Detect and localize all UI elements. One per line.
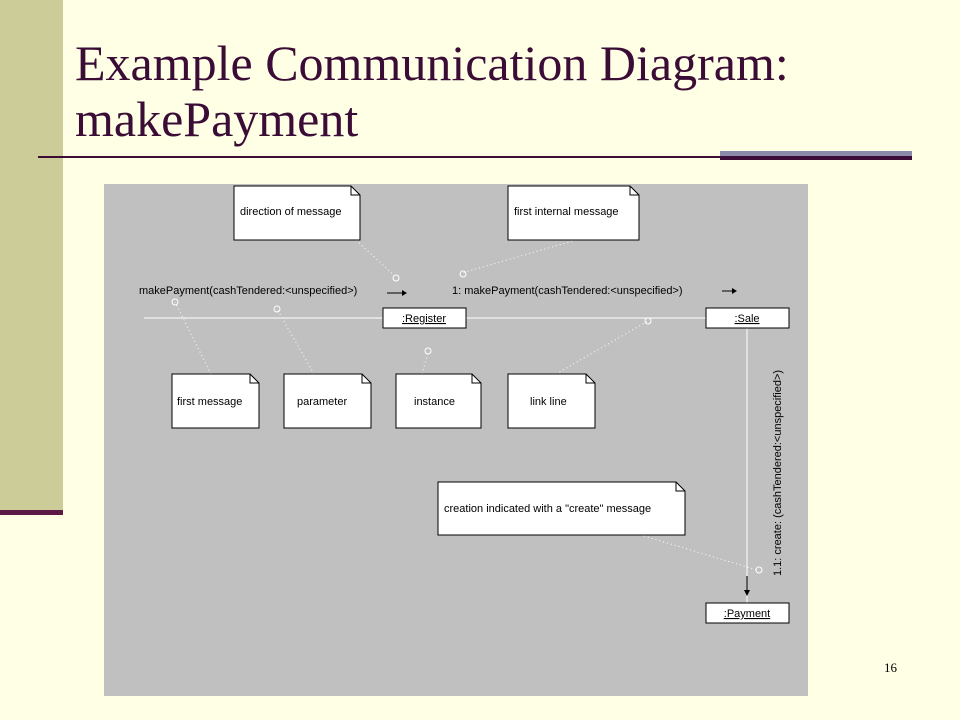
note-shape — [395, 373, 482, 429]
payment-label: :Payment — [724, 608, 770, 620]
note-text: first internal message — [514, 206, 619, 218]
note-text: link line — [530, 396, 567, 408]
note-shape — [437, 481, 686, 536]
payment-object[interactable]: :Payment — [705, 602, 790, 624]
connector-endpoints — [171, 270, 763, 574]
note-text: direction of message — [240, 206, 342, 218]
note-shape — [507, 373, 596, 429]
page-number: 16 — [884, 660, 897, 675]
incoming-arrowhead — [402, 290, 407, 296]
sale-object[interactable]: :Sale — [705, 307, 790, 329]
note-instance[interactable]: instance — [395, 373, 482, 429]
internal-message-label: 1: makePayment(cashTendered:<unspecified… — [452, 285, 683, 297]
note-connectors — [174, 239, 758, 571]
payment-box — [705, 602, 790, 624]
note-parameter[interactable]: parameter — [283, 373, 372, 429]
endpoint-direction — [392, 274, 400, 282]
endpoint-first-message — [171, 298, 179, 306]
note-text: creation indicated with a "create" messa… — [444, 503, 651, 515]
note-fold — [675, 482, 685, 492]
sale-label: :Sale — [734, 313, 759, 325]
left-band-underline — [0, 510, 63, 515]
communication-diagram: makePayment(cashTendered:<unspecified>) … — [104, 184, 808, 696]
endpoint-instance — [424, 347, 432, 355]
title-rule-accent — [720, 151, 912, 156]
diagram-canvas: makePayment(cashTendered:<unspecified>) … — [104, 184, 808, 696]
create-message-label: 1.1: create: (cashTendered:<unspecified>… — [772, 370, 784, 576]
connector-link-line — [555, 320, 649, 375]
connector-first-message — [174, 301, 212, 375]
register-box — [382, 307, 467, 329]
note-shape — [507, 185, 640, 241]
note-shape — [283, 373, 372, 429]
note-fold — [361, 374, 371, 384]
endpoint-link-line — [644, 317, 652, 325]
sale-box — [705, 307, 790, 329]
slide-title: Example Communication Diagram: makePayme… — [75, 35, 789, 147]
note-shape — [171, 373, 260, 429]
note-fold — [249, 374, 259, 384]
register-object[interactable]: :Register — [382, 307, 467, 329]
note-fold — [350, 186, 360, 196]
note-link-line[interactable]: link line — [507, 373, 596, 429]
title-rule — [38, 156, 720, 158]
internal-arrowhead — [732, 288, 737, 294]
note-fold — [471, 374, 481, 384]
note-direction-of-message[interactable]: direction of message — [233, 185, 361, 241]
note-text: instance — [414, 396, 455, 408]
title-rule-accent-line — [720, 156, 912, 160]
note-first-message[interactable]: first message — [171, 373, 260, 429]
endpoint-parameter — [273, 305, 281, 313]
left-accent-band — [0, 0, 63, 512]
note-text: parameter — [297, 396, 347, 408]
incoming-message-label: makePayment(cashTendered:<unspecified>) — [139, 285, 357, 297]
note-fold — [585, 374, 595, 384]
endpoint-first-internal — [459, 270, 467, 278]
note-first-internal-message[interactable]: first internal message — [507, 185, 640, 241]
register-label: :Register — [402, 313, 446, 325]
note-creation[interactable]: creation indicated with a "create" messa… — [437, 481, 686, 536]
note-text: first message — [177, 396, 242, 408]
note-fold — [629, 186, 639, 196]
endpoint-creation — [755, 566, 763, 574]
create-arrowhead — [744, 590, 750, 596]
connector-parameter — [276, 308, 315, 375]
note-shape — [233, 185, 361, 241]
diagram-background — [104, 184, 808, 696]
